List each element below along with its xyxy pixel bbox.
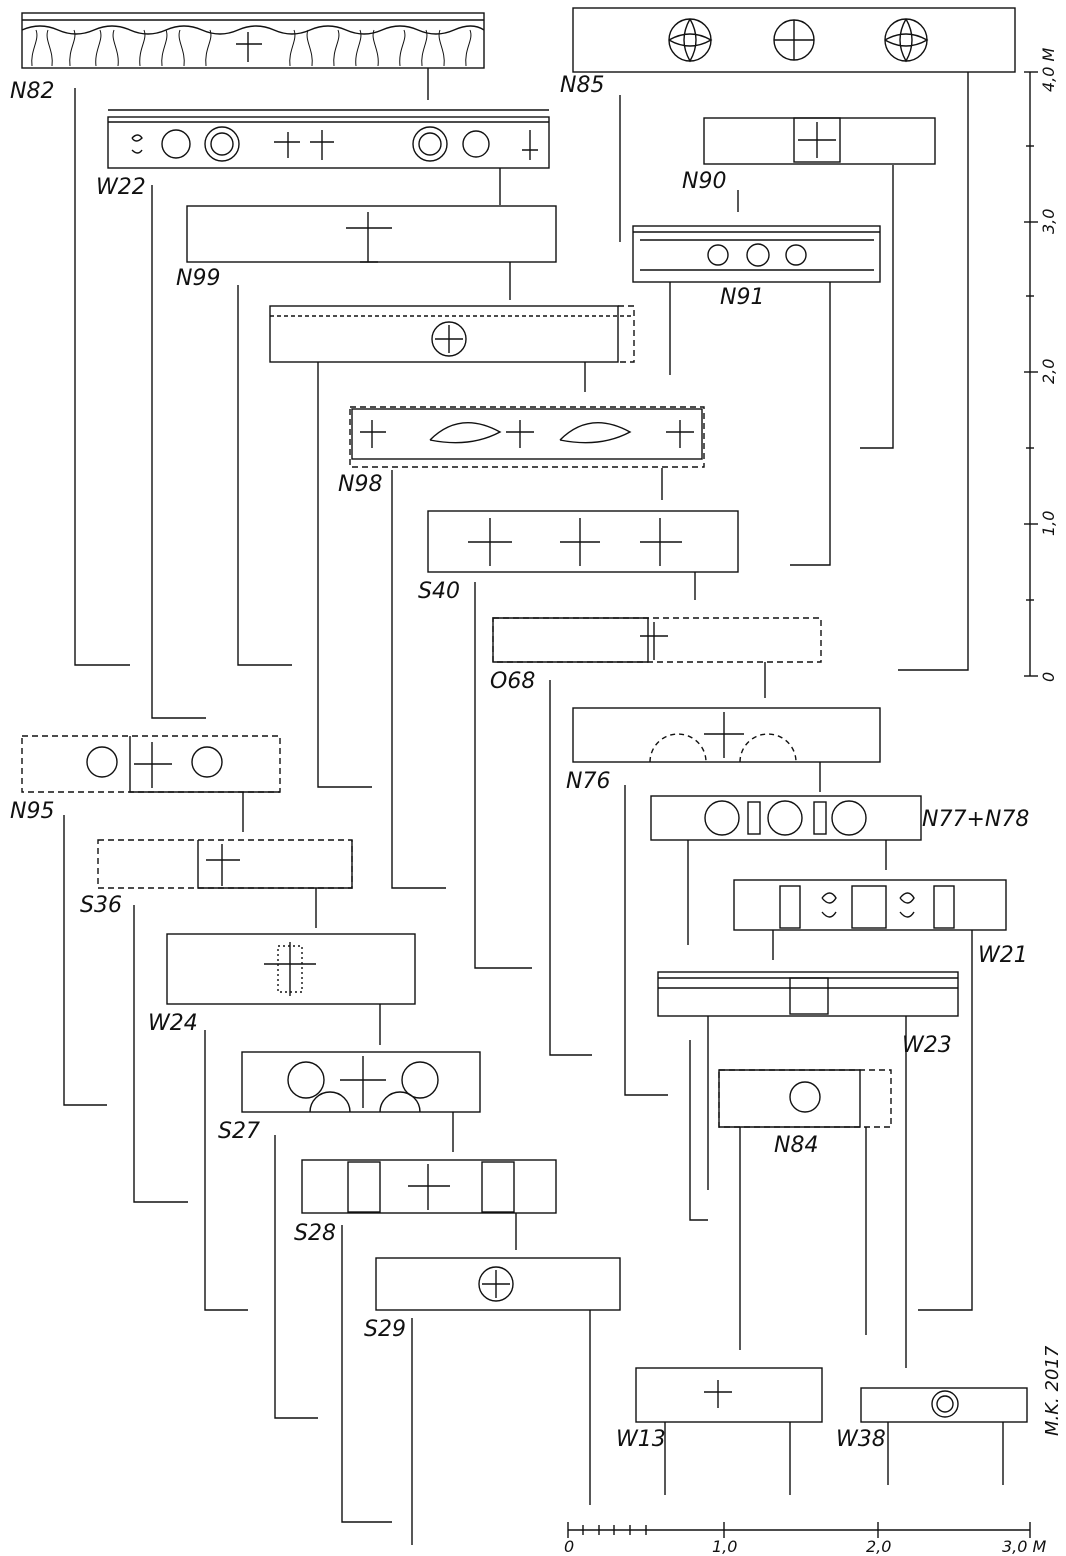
vscale-tick-2: 2,0 — [1039, 359, 1058, 384]
label-N85: N85 — [560, 73, 604, 98]
label-W13: W13 — [616, 1427, 666, 1452]
label-N98: N98 — [338, 472, 382, 497]
label-W21: W21 — [978, 943, 1028, 968]
block-W23 — [657, 971, 959, 1017]
block-N85 — [572, 7, 1016, 73]
label-W24: W24 — [148, 1011, 198, 1036]
label-W38: W38 — [836, 1427, 886, 1452]
block-S36 — [97, 839, 353, 889]
label-N76: N76 — [566, 769, 610, 794]
label-W23: W23 — [902, 1033, 952, 1058]
horizontal-scale-labels: 0 1,0 2,0 3,0 M — [564, 1537, 1047, 1556]
vscale-tick-3: 1,0 — [1039, 511, 1058, 536]
block-S27 — [241, 1051, 481, 1113]
hscale-tick-1: 1,0 — [712, 1537, 737, 1556]
block-N77-N78 — [650, 795, 922, 841]
label-W22: W22 — [96, 175, 146, 200]
horizontal-scale-bar — [567, 1522, 1031, 1538]
block-N90 — [703, 117, 936, 165]
label-N82: N82 — [10, 79, 54, 104]
vscale-tick-4: 0 — [1039, 672, 1058, 682]
block-N91 — [632, 225, 881, 283]
label-N77-N78: N77+N78 — [922, 807, 1029, 832]
block-W24 — [166, 933, 416, 1005]
label-N91: N91 — [720, 285, 764, 310]
block-S29 — [375, 1257, 621, 1311]
block-S28 — [301, 1159, 557, 1214]
vscale-tick-0: 4,0 M — [1039, 47, 1058, 92]
label-O68: O68 — [490, 669, 535, 694]
label-S36: S36 — [80, 893, 122, 918]
hscale-tick-2: 2,0 — [866, 1537, 891, 1556]
leader-lines — [63, 68, 1004, 1545]
block-N76 — [572, 707, 881, 763]
block-N98-upper — [269, 305, 635, 363]
label-N84: N84 — [774, 1133, 818, 1158]
block-N95 — [21, 735, 281, 793]
label-N90: N90 — [682, 169, 726, 194]
block-O68 — [492, 617, 822, 663]
block-N84 — [718, 1069, 892, 1128]
vertical-scale-bar — [1024, 71, 1038, 677]
hscale-tick-0: 0 — [564, 1537, 574, 1556]
block-N99 — [186, 205, 557, 263]
label-S28: S28 — [294, 1221, 336, 1246]
block-S40 — [427, 510, 739, 573]
label-N95: N95 — [10, 799, 54, 824]
block-N98 — [349, 406, 705, 468]
vertical-scale-labels: 4,0 M 3,0 2,0 1,0 0 — [1039, 47, 1058, 682]
label-S29: S29 — [364, 1317, 406, 1342]
vscale-tick-1: 3,0 — [1039, 209, 1058, 234]
label-N99: N99 — [176, 266, 220, 291]
block-W21 — [733, 879, 1007, 931]
signature: M.K. 2017 — [1042, 1345, 1063, 1436]
block-W38 — [860, 1387, 1028, 1423]
hscale-tick-3: 3,0 M — [1002, 1537, 1047, 1556]
block-N82 — [21, 12, 485, 69]
block-W22 — [107, 109, 550, 169]
block-W13 — [635, 1367, 823, 1423]
label-S27: S27 — [218, 1119, 260, 1144]
label-S40: S40 — [418, 579, 460, 604]
